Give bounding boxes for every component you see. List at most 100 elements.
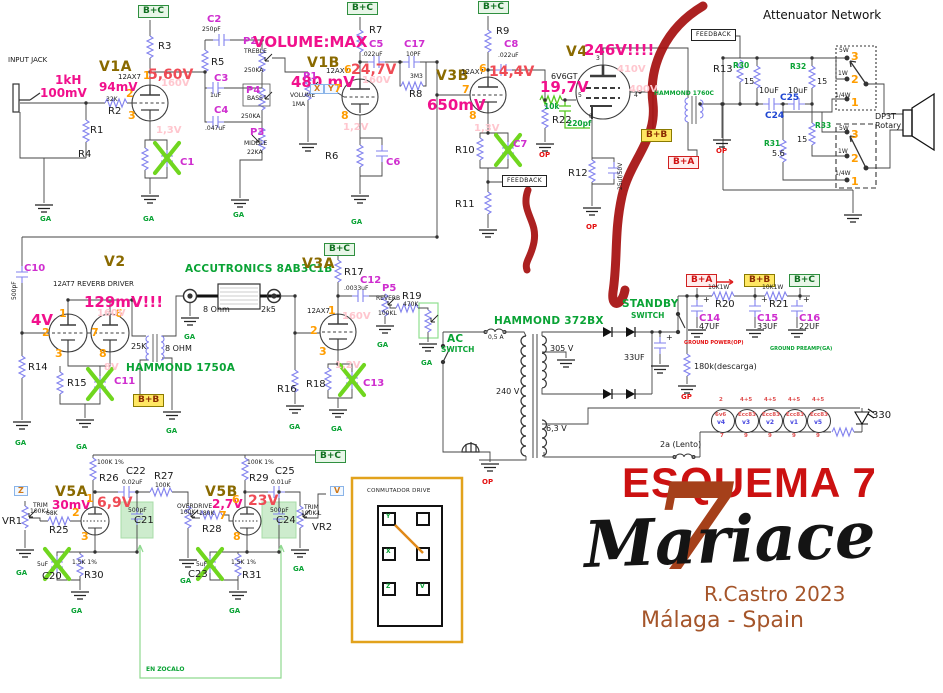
- c13-ref: C13: [363, 378, 385, 389]
- p5-ref: P5: [382, 283, 397, 294]
- t1750-25k: 25K: [131, 342, 147, 351]
- r12-ref: R12: [568, 168, 588, 179]
- attenuator-title: Attenuator Network: [763, 8, 882, 22]
- c20-val: 5uF: [37, 561, 49, 568]
- heater4-pinbot: 9: [792, 433, 796, 439]
- c4-val: .047uF: [205, 125, 226, 132]
- c3-val: 1uF: [210, 92, 222, 99]
- c25a-ref: C25: [780, 93, 800, 103]
- r25-val: 68K: [46, 510, 58, 517]
- overdrive-val: 100K-L: [180, 509, 201, 516]
- v2-pin8: 8: [99, 347, 107, 360]
- c8-ref: C8: [504, 39, 519, 50]
- conm-v: V: [420, 583, 425, 590]
- speaker-icon: [902, 92, 935, 152]
- ga-2: GA: [143, 215, 155, 223]
- r11-ref: R11: [455, 199, 475, 210]
- r6-ref: R6: [325, 151, 339, 162]
- heater5-pintop: 4+5: [812, 397, 825, 403]
- r33-ref: R33: [815, 121, 832, 130]
- v4-type: 6V6GT: [551, 72, 578, 81]
- ga-23: GA: [293, 565, 305, 573]
- heater5-pinbot: 9: [816, 433, 820, 439]
- v4-pin3: 3: [596, 55, 600, 62]
- sw2-pos3: 3: [851, 128, 859, 141]
- v5b-pin7: 7: [219, 509, 227, 522]
- standby-2: SWITCH: [631, 311, 665, 320]
- standby-1: STANDBY: [622, 298, 679, 310]
- logo-author: R.Castro 2023: [704, 582, 846, 606]
- signal-94: 94mV: [99, 80, 138, 94]
- conm-x: X: [386, 548, 391, 555]
- logo-brand: Mariace: [582, 497, 877, 583]
- v2-pin6: 6: [115, 307, 123, 320]
- vr2-val: 100K-L: [301, 510, 322, 517]
- v5a-pin3: 3: [81, 530, 89, 543]
- c8-val: .022uF: [498, 52, 519, 59]
- ga-10: GA: [331, 425, 343, 433]
- en-zocalo: EN ZOCALO: [146, 666, 185, 673]
- v3a-ghost: 160V: [342, 311, 371, 322]
- c17-val: 10PF: [406, 51, 421, 58]
- r30b-val: 1.5K 1%: [72, 559, 97, 566]
- ground-preamp: GROUND PREAMP(GA): [770, 346, 833, 352]
- c1-ref: C1: [180, 157, 195, 168]
- heater3-pintop: 4+5: [764, 397, 777, 403]
- heater2-pinbot: 9: [744, 433, 748, 439]
- op-2: OP: [586, 223, 598, 231]
- r13-ref: R13: [713, 64, 733, 75]
- r12-cap-val: 25uf/50V: [617, 162, 624, 190]
- conm-z: Z: [386, 583, 391, 590]
- power-transformer: [520, 334, 548, 458]
- signal-freq: 1kH: [55, 73, 82, 87]
- ga-9: GA: [289, 423, 301, 431]
- v1a-pin3: 3: [128, 109, 136, 122]
- r2-val: 32K: [106, 96, 118, 103]
- feedback-box-2: FEEDBACK: [691, 29, 737, 41]
- hammond-1750a: HAMMOND 1750A: [126, 362, 236, 374]
- wire-network: [19, 16, 903, 590]
- ac-switch-symbol: [440, 343, 451, 365]
- hammond-1760c: HAMMOND 1760C: [654, 90, 714, 97]
- ga-20: GA: [71, 607, 83, 615]
- sw2-quarterw: 1/4W: [835, 170, 851, 177]
- p1-ref: P1: [303, 71, 318, 82]
- bc-box-1: B+C: [138, 5, 170, 18]
- p3-ref: P3: [250, 127, 265, 138]
- c10-val: 500pF: [11, 281, 18, 300]
- bb-box-3: B+B: [744, 274, 776, 287]
- r17-ref: R17: [344, 267, 364, 278]
- heater4-type: Ecc83: [786, 412, 804, 418]
- v2-grid-volt: 4V: [31, 311, 54, 329]
- ground-power: GROUND POWER(OP): [684, 340, 744, 346]
- c17-ref: C17: [404, 39, 426, 50]
- heater2-pintop: 4+5: [740, 397, 753, 403]
- conmutador-drive-panel: [350, 476, 464, 644]
- p4-name: BASS: [247, 95, 263, 102]
- c24-val: 500pF: [270, 507, 289, 514]
- c16-val: 22UF: [799, 322, 820, 331]
- grid-stopper-10k: 10k: [544, 102, 560, 111]
- r14-ref: R14: [28, 362, 48, 373]
- sw1-quarterw: 1/4W: [835, 92, 851, 99]
- r9-ref: R9: [496, 26, 510, 37]
- r31b-val: 1.5K 1%: [231, 559, 256, 566]
- plus-c16: +: [803, 295, 810, 304]
- ga-22: GA: [229, 607, 241, 615]
- fuse2-val: 2a (Lento): [660, 440, 702, 449]
- v1a-pin1: 1: [143, 69, 151, 82]
- v2-pin1: 1: [59, 307, 67, 320]
- vr1-ref: VR1: [2, 516, 23, 527]
- c12-val: .0033uF: [344, 285, 369, 292]
- vr2-trim: TRIM: [304, 504, 319, 511]
- attenuator-switches: [835, 45, 877, 189]
- mains-plug-icon: [461, 442, 480, 453]
- c6-ref: C6: [386, 157, 401, 168]
- ga-6: GA: [76, 443, 88, 451]
- r22-ref: R22: [552, 115, 572, 126]
- v2-name: V2: [104, 254, 126, 270]
- p3-name: MIDDLE: [244, 140, 268, 147]
- esquema-title: ESQUEMA 7: [622, 459, 877, 506]
- ac-label-1: AC: [447, 333, 464, 345]
- r16-ref: R16: [277, 384, 297, 395]
